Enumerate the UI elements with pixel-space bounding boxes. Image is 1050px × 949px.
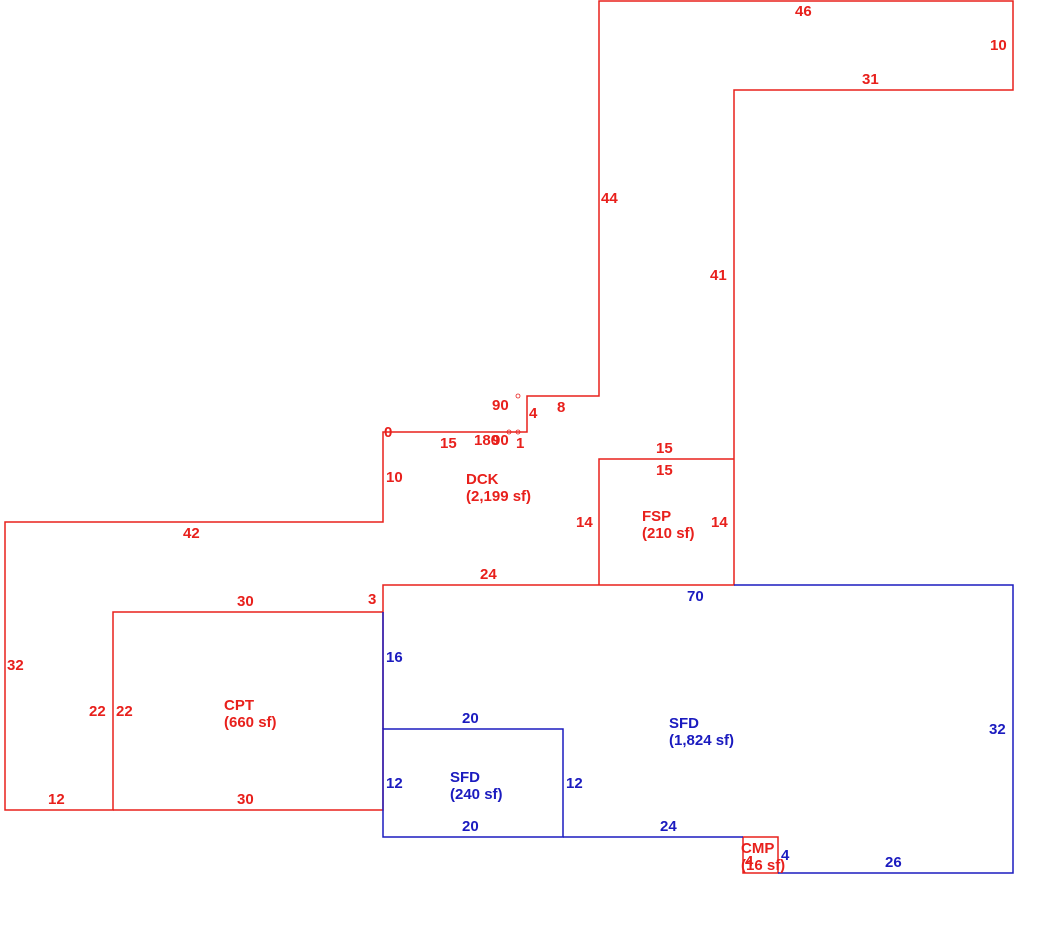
- angle-marker-180: [506, 429, 512, 435]
- angle-label-0: 0: [384, 424, 392, 441]
- dck-area-label: (2,199 sf): [466, 488, 531, 505]
- red-dimension-labels: 46 10 31 44 41 90 4 8 0 15 180 90 1 10 4…: [7, 3, 1007, 870]
- cmp-code-label: CMP: [741, 840, 774, 857]
- dim-sfd-small-bottom: 20: [462, 818, 479, 835]
- cmp-outline: [742, 836, 779, 874]
- dim-cmp-left: 4: [745, 853, 754, 870]
- angle-label-90-upper: 90: [492, 397, 509, 414]
- sfd-main-outline: [382, 584, 1014, 874]
- dim-fsp-top-inner: 15: [656, 462, 673, 479]
- dim-sfd-bottom-26: 26: [885, 854, 902, 871]
- dim-cpt-bottom: 30: [237, 791, 254, 808]
- dim-dck-32: 32: [7, 657, 24, 674]
- dim-sfd-small-top: 20: [462, 710, 479, 727]
- dim-dck-inner-top: 31: [862, 71, 879, 88]
- cpt-code-label: CPT: [224, 697, 254, 714]
- dim-fsp-left: 14: [576, 514, 593, 531]
- dim-sfd-small-right: 12: [566, 775, 583, 792]
- dck-outline: [4, 0, 1014, 811]
- dim-cpt-left-inner: 22: [116, 703, 133, 720]
- angle-markers: [506, 393, 521, 435]
- dim-cmp-right: 4: [781, 847, 790, 864]
- fsp-area-label: (210 sf): [642, 525, 695, 542]
- red-outlines: [4, 0, 1014, 874]
- sfd-main-code-label: SFD: [669, 715, 699, 732]
- cmp-area-label: (16 sf): [741, 857, 785, 874]
- dim-dck-top: 46: [795, 3, 812, 20]
- blue-outlines: [382, 584, 1014, 874]
- dim-fsp-top-outer: 15: [656, 440, 673, 457]
- dim-dck-right: 10: [990, 37, 1007, 54]
- cpt-area-label: (660 sf): [224, 714, 277, 731]
- sfd-small-outline: [382, 728, 564, 838]
- fsp-outline: [598, 458, 734, 585]
- angle-label-180: 180: [474, 432, 499, 449]
- dim-dck-42: 42: [183, 525, 200, 542]
- dim-dck-15: 15: [440, 435, 457, 452]
- dim-step-1: 1: [516, 435, 524, 452]
- dim-step-8: 8: [557, 399, 565, 416]
- blue-dimension-labels: 70 16 32 24 26 20 12 12 20 4: [386, 588, 1006, 871]
- dim-dck-12: 12: [48, 791, 65, 808]
- fsp-code-label: FSP: [642, 508, 671, 525]
- sfd-small-code-label: SFD: [450, 769, 480, 786]
- area-labels: DCK (2,199 sf) FSP (210 sf) CPT (660 sf)…: [224, 471, 785, 874]
- dim-sfd-top: 70: [687, 588, 704, 605]
- angle-marker-90-lower: [515, 429, 521, 435]
- dim-sfd-bottom-24: 24: [660, 818, 677, 835]
- dim-dck-3: 3: [368, 591, 376, 608]
- angle-label-90-lower: 90: [492, 432, 509, 449]
- dim-sfd-right: 32: [989, 721, 1006, 738]
- dim-dck-inner-vertical: 41: [710, 267, 727, 284]
- dim-sfd-small-left: 12: [386, 775, 403, 792]
- dim-dck-10: 10: [386, 469, 403, 486]
- angle-marker-90-upper: [515, 393, 521, 399]
- dim-cpt-top: 30: [237, 593, 254, 610]
- dim-cpt-left-outer: 22: [89, 703, 106, 720]
- sfd-main-area-label: (1,824 sf): [669, 732, 734, 749]
- dim-step-4: 4: [529, 405, 538, 422]
- dck-code-label: DCK: [466, 471, 499, 488]
- dim-dck-left-upper: 44: [601, 190, 618, 207]
- dim-dck-24: 24: [480, 566, 497, 583]
- dim-sfd-left: 16: [386, 649, 403, 666]
- dim-fsp-right: 14: [711, 514, 728, 531]
- sfd-small-area-label: (240 sf): [450, 786, 503, 803]
